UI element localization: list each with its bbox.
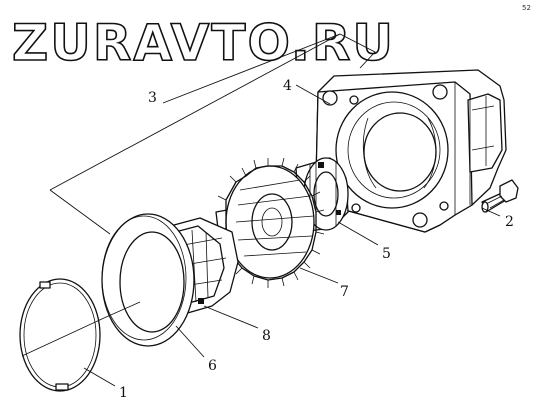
callout-2: 2 [505, 214, 514, 230]
callout-5: 5 [382, 246, 391, 262]
washer-part-6 [101, 213, 195, 347]
callout-6: 6 [208, 358, 217, 374]
watermark-logo: ZURAVTO.RU [12, 14, 395, 72]
axis-line [21, 301, 141, 357]
leader-lines [49, 33, 501, 387]
corner-mark: 52 [522, 4, 531, 12]
snap-ring-part-1 [19, 278, 101, 392]
callout-4: 4 [283, 78, 292, 94]
callout-3: 3 [148, 90, 157, 106]
callout-8: 8 [262, 328, 271, 344]
callout-7: 7 [340, 284, 349, 300]
bolt-part-2 [481, 179, 519, 213]
callout-1: 1 [119, 385, 128, 401]
